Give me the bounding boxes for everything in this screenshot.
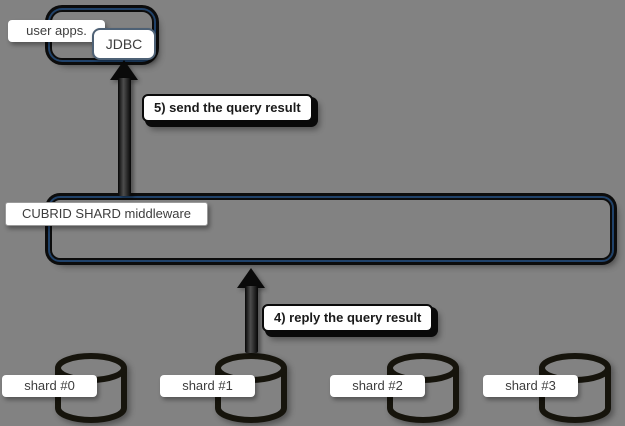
shard-label: shard #0 [2,375,97,397]
arrow-shaft [245,286,258,353]
send-result-callout: 5) send the query result [142,94,313,122]
arrow-up-icon [237,268,265,288]
middleware-box [50,198,612,260]
shard-label: shard #3 [483,375,578,397]
arrow-up-icon [110,60,138,80]
middleware-label: CUBRID SHARD middleware [5,202,208,226]
reply-result-callout: 4) reply the query result [262,304,434,332]
shard-label: shard #2 [330,375,425,397]
user-apps-label: user apps. [8,20,105,42]
jdbc-box: JDBC [92,28,156,60]
arrow-shaft [118,78,131,196]
shard-label: shard #1 [160,375,255,397]
